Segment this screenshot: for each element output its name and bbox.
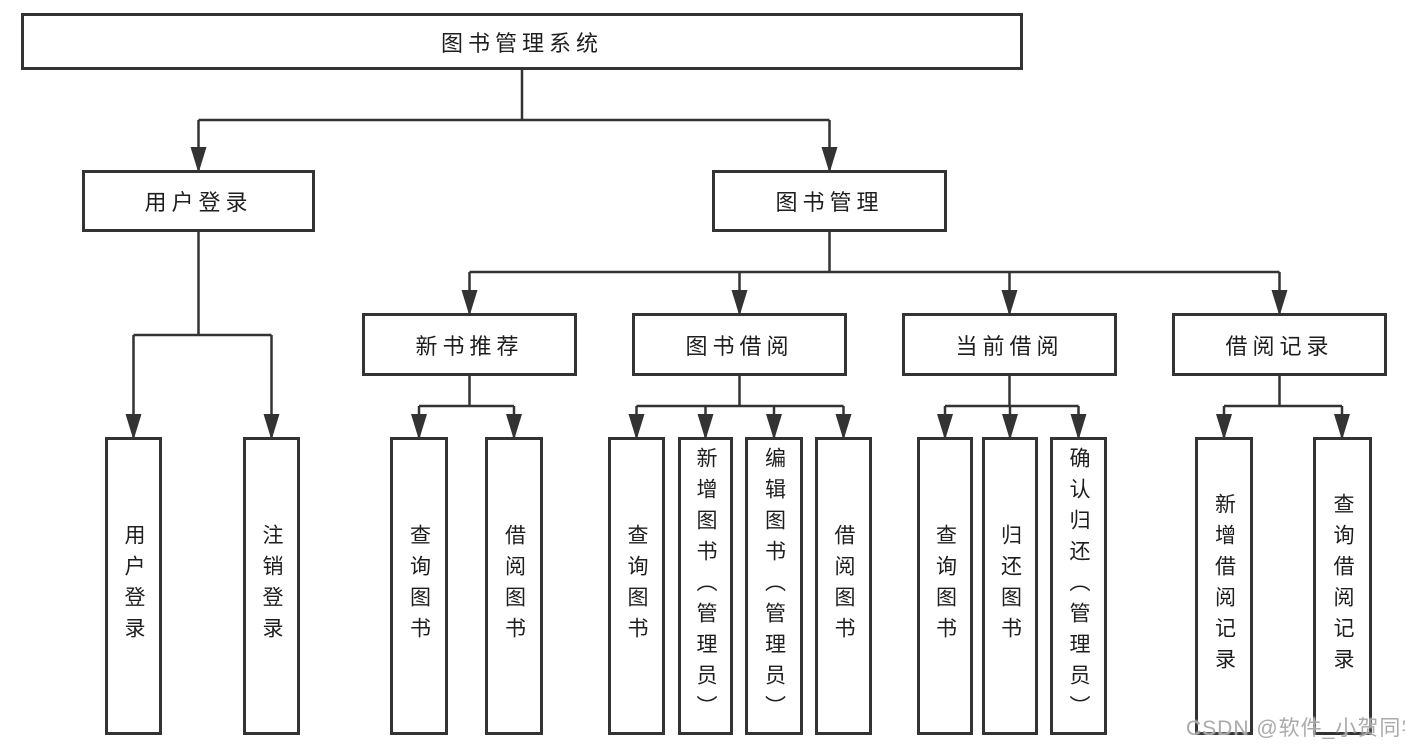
node-book-management: 图书管理	[712, 170, 947, 232]
node-leaf-logout-label: 注销登录	[260, 524, 283, 648]
node-leaf-add-borrow-record: 新增借阅记录	[1195, 437, 1253, 735]
node-leaf-query-borrow-record: 查询借阅记录	[1313, 437, 1372, 735]
node-root-system-label: 图书管理系统	[440, 30, 603, 56]
node-book-borrowing-label: 图书借阅	[685, 333, 794, 359]
node-leaf-edit-book-admin-label: 编辑图书（管理员）	[762, 446, 786, 726]
node-leaf-query-books-1-label: 查询图书	[407, 524, 431, 648]
node-book-borrowing: 图书借阅	[632, 313, 847, 376]
node-leaf-add-book-admin-label: 新增图书（管理员）	[694, 446, 717, 726]
node-root-system: 图书管理系统	[21, 13, 1023, 70]
node-leaf-borrow-books-2: 借阅图书	[815, 437, 872, 735]
node-leaf-return-books: 归还图书	[982, 437, 1038, 735]
node-user-login-label: 用户登录	[144, 190, 253, 215]
node-leaf-query-books-1: 查询图书	[390, 437, 448, 735]
node-user-login: 用户登录	[82, 170, 315, 232]
arrowheads	[125, 147, 1350, 440]
node-leaf-query-borrow-record-label: 查询借阅记录	[1331, 493, 1354, 679]
node-current-borrowing: 当前借阅	[902, 313, 1117, 376]
node-new-book-recommend: 新书推荐	[362, 313, 577, 376]
node-leaf-confirm-return-admin-label: 确认归还（管理员）	[1067, 446, 1090, 726]
node-leaf-query-books-2: 查询图书	[608, 437, 665, 735]
node-borrowing-records: 借阅记录	[1172, 313, 1387, 376]
node-leaf-logout: 注销登录	[243, 437, 300, 735]
csdn-watermark: CSDN @软件_小贺同学	[1186, 717, 1405, 740]
node-new-book-recommend-label: 新书推荐	[415, 333, 524, 359]
node-leaf-borrow-books-2-label: 借阅图书	[832, 524, 855, 648]
node-leaf-query-books-3-label: 查询图书	[933, 524, 957, 648]
node-leaf-add-borrow-record-label: 新增借阅记录	[1212, 493, 1236, 679]
node-leaf-user-login: 用户登录	[105, 437, 162, 735]
node-leaf-borrow-books-1-label: 借阅图书	[502, 524, 526, 648]
node-book-management-label: 图书管理	[775, 190, 884, 215]
node-leaf-edit-book-admin: 编辑图书（管理员）	[745, 437, 803, 735]
node-leaf-borrow-books-1: 借阅图书	[485, 437, 543, 735]
node-leaf-query-books-3: 查询图书	[917, 437, 973, 735]
node-leaf-query-books-2-label: 查询图书	[625, 524, 648, 648]
node-leaf-confirm-return-admin: 确认归还（管理员）	[1050, 437, 1107, 735]
node-leaf-user-login-label: 用户登录	[122, 524, 145, 648]
node-borrowing-records-label: 借阅记录	[1225, 333, 1334, 359]
node-leaf-add-book-admin: 新增图书（管理员）	[678, 437, 733, 735]
node-current-borrowing-label: 当前借阅	[955, 333, 1064, 359]
node-leaf-return-books-label: 归还图书	[998, 524, 1022, 648]
